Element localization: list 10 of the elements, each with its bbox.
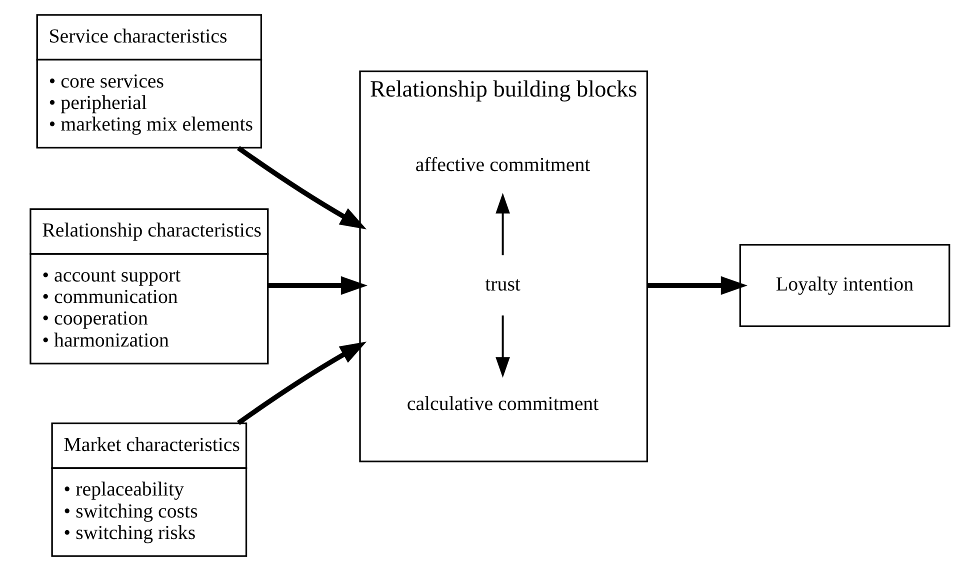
arrow bbox=[236, 342, 367, 426]
node-text: affective commitment bbox=[415, 154, 590, 176]
arrow bbox=[647, 276, 748, 295]
node-box: Loyalty intention bbox=[739, 244, 950, 327]
arrow bbox=[267, 276, 368, 295]
arrow bbox=[496, 315, 510, 378]
arrow bbox=[236, 146, 367, 230]
arrow bbox=[496, 192, 510, 256]
node-text: trust bbox=[485, 274, 520, 296]
node-text: calculative commitment bbox=[406, 393, 599, 416]
